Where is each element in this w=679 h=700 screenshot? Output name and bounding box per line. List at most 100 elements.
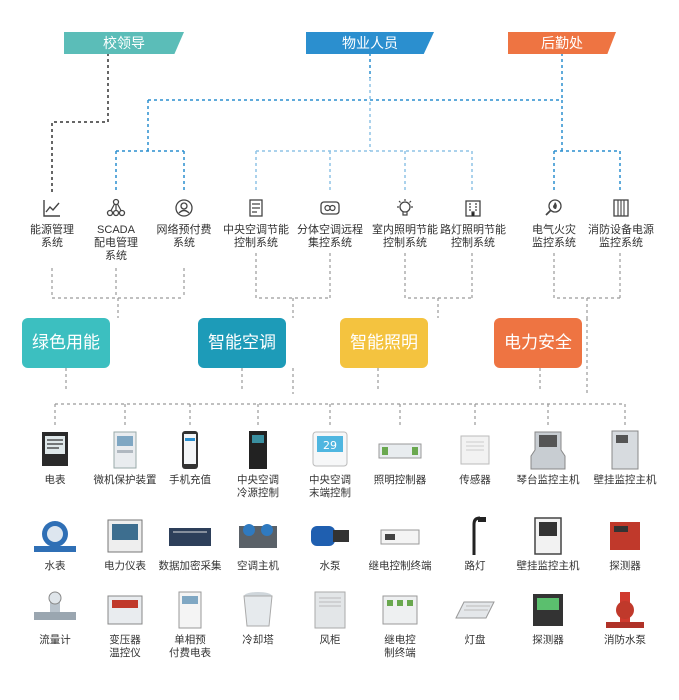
detector-icon bbox=[610, 522, 640, 550]
device-drops bbox=[54, 404, 626, 425]
device-label: 灯盘 bbox=[464, 634, 486, 646]
device-detector: 探测器 bbox=[583, 516, 667, 573]
category-drops bbox=[65, 368, 541, 392]
device-detector-2: 探测器 bbox=[506, 590, 590, 647]
device-relay-ctl: 继电控制终端 bbox=[358, 590, 442, 660]
device-label: 微机保护装置 bbox=[93, 474, 157, 486]
device-ac-host: 空调主机 bbox=[216, 516, 300, 573]
device-fan-cabinet: 风柜 bbox=[288, 590, 372, 647]
device-ac-terminal: 29 中央空调末端控制 bbox=[288, 430, 372, 500]
device-label: 继电控 bbox=[384, 634, 416, 646]
svg-text:29: 29 bbox=[323, 439, 337, 452]
system-label-1: 能源管理 bbox=[30, 224, 74, 236]
system-label-1: 电气火灾 bbox=[532, 224, 576, 236]
system-label-2: 监控系统 bbox=[599, 237, 643, 249]
device-label: 数据加密采集 bbox=[158, 560, 222, 572]
leader-to-energy-line bbox=[51, 53, 109, 193]
device-label: 电力仪表 bbox=[104, 560, 146, 572]
chiller-icon bbox=[239, 524, 277, 548]
category-smart-ac: 智能空调 bbox=[198, 318, 286, 368]
wall-cabinet-icon bbox=[611, 430, 639, 470]
street-lamp-icon bbox=[472, 516, 486, 555]
smartphone-icon bbox=[182, 431, 198, 469]
prepaid-meter-icon bbox=[175, 199, 193, 217]
sensor-icon bbox=[460, 435, 490, 465]
device-label: 中央空调 bbox=[237, 474, 279, 486]
system-prepaid: 网络预付费系统 bbox=[142, 198, 226, 250]
system-label-1: 消防设备电源 bbox=[588, 224, 654, 236]
device-label-2: 温控仪 bbox=[109, 647, 141, 659]
device-phone: 手机充值 bbox=[148, 430, 232, 487]
relay-terminal-icon bbox=[380, 529, 420, 545]
device-label: 照明控制器 bbox=[373, 474, 427, 486]
device-label: 水表 bbox=[44, 560, 66, 572]
device-sensor: 传感器 bbox=[433, 430, 517, 487]
device-label: 消防水泵 bbox=[604, 634, 646, 646]
device-wall-host: 壁挂监控主机 bbox=[583, 430, 667, 487]
device-label: 探测器 bbox=[609, 560, 641, 572]
device-water-meter: 水表 bbox=[13, 516, 97, 573]
device-street-lamp: 路灯 bbox=[433, 516, 517, 573]
fire-pump-icon bbox=[606, 592, 644, 628]
role-campus-leader: 校领导 bbox=[64, 32, 184, 54]
device-label-2: 付费电表 bbox=[169, 647, 211, 659]
system-label-1: 分体空调远程 bbox=[297, 224, 363, 236]
prepaid-energy-meter-icon bbox=[178, 591, 202, 629]
device-label: 风柜 bbox=[319, 634, 341, 646]
device-desk-host: 琴台监控主机 bbox=[506, 430, 590, 487]
temp-controller-icon bbox=[107, 595, 143, 625]
wall-monitor-icon bbox=[534, 517, 562, 555]
fire-branch bbox=[553, 100, 621, 193]
device-label: 流量计 bbox=[39, 634, 71, 646]
device-label: 壁挂监控主机 bbox=[516, 560, 580, 572]
category-smart-light: 智能照明 bbox=[340, 318, 428, 368]
system-central-ac: 中央空调节能控制系统 bbox=[214, 198, 298, 250]
ac-bracket bbox=[255, 253, 331, 318]
detector-panel-icon bbox=[533, 594, 563, 626]
power-supply-icon bbox=[613, 199, 629, 217]
device-label-2: 冷源控制 bbox=[237, 487, 279, 499]
device-label: 传感器 bbox=[459, 474, 491, 486]
role-label: 物业人员 bbox=[342, 35, 398, 51]
relay-protection-icon bbox=[113, 431, 137, 469]
device-label: 单相预 bbox=[174, 634, 206, 646]
thermostat-icon: 29 bbox=[312, 431, 348, 467]
device-lamp-panel: 灯盘 bbox=[433, 590, 517, 647]
system-label-2: 控制系统 bbox=[451, 237, 495, 249]
bulb-icon bbox=[397, 199, 413, 216]
device-label-2: 制终端 bbox=[384, 647, 416, 659]
device-label: 冷却塔 bbox=[242, 634, 274, 646]
device-label: 手机充值 bbox=[169, 474, 211, 486]
category-label: 绿色用能 bbox=[32, 333, 100, 352]
cooling-tower-icon bbox=[243, 592, 273, 627]
category-green-energy: 绿色用能 bbox=[22, 318, 110, 368]
lamp-panel-icon bbox=[455, 601, 495, 619]
role-property-staff: 物业人员 bbox=[306, 32, 434, 54]
system-energy-mgmt: 能源管理系统 bbox=[10, 198, 94, 250]
safety-bracket bbox=[553, 253, 621, 318]
network-nodes-icon bbox=[106, 198, 126, 217]
system-label-2: 监控系统 bbox=[532, 237, 576, 249]
water-meter-icon bbox=[34, 521, 76, 552]
building-icon bbox=[465, 200, 481, 217]
category-label: 智能照明 bbox=[350, 333, 418, 352]
system-label-1: SCADA bbox=[97, 224, 135, 236]
device-label: 探测器 bbox=[532, 634, 564, 646]
green-bracket bbox=[51, 268, 185, 318]
system-fire: 电气火灾监控系统 bbox=[512, 198, 596, 250]
device-label: 继电控制终端 bbox=[368, 560, 432, 572]
device-power-instrument: 电力仪表 bbox=[83, 516, 167, 573]
category-power-safety: 电力安全 bbox=[494, 318, 582, 368]
device-fire-pump: 消防水泵 bbox=[583, 590, 667, 647]
relay-module-icon bbox=[382, 595, 418, 625]
property-branch bbox=[255, 78, 473, 193]
category-label: 电力安全 bbox=[504, 333, 572, 352]
system-label-1: 网络预付费 bbox=[156, 224, 212, 236]
device-data-collector: 数据加密采集 bbox=[148, 516, 232, 573]
device-relay: 微机保护装置 bbox=[83, 430, 167, 487]
ac-unit-icon bbox=[249, 199, 263, 217]
device-label-2: 末端控制 bbox=[309, 487, 351, 499]
system-fire-power: 消防设备电源监控系统 bbox=[579, 198, 663, 250]
light-bracket bbox=[404, 253, 473, 318]
system-label-3: 系统 bbox=[105, 250, 127, 262]
